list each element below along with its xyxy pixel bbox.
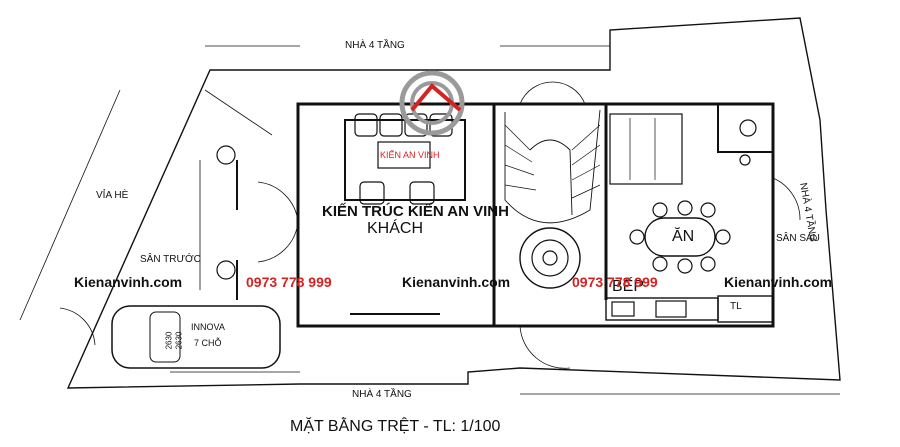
floor-medallion [519,227,581,289]
back-door-arc [772,177,801,221]
sofa-cushion-1 [354,113,378,137]
car-windshield [149,311,181,363]
room-dining: ĂN [672,228,695,245]
basin-fixture [739,154,751,166]
dining-chair [700,202,716,218]
kitchen-sink [611,301,635,317]
armchair-2 [409,181,435,205]
house-outer-wall [296,102,775,328]
floor-medallion-core [542,250,558,266]
label-front-yard: SÂN TRƯỚC [140,254,201,265]
dining-chair [652,256,668,272]
stair-landing [519,81,586,105]
entrance-door-arc-2 [257,221,299,263]
toilet-walls [717,103,774,153]
dining-chair [652,202,668,218]
column-ornament-bottom [216,260,236,280]
car-dim-a: 2630 [164,331,174,350]
car-model: INNOVA [191,322,225,332]
drawing-caption: MẶT BẰNG TRỆT - TL: 1/100 [290,418,501,435]
label-neighbor-top: NHÀ 4 TẦNG [345,40,405,51]
room-living: KHÁCH [367,220,424,237]
dining-chair [715,229,731,245]
side-gate-arc [59,307,96,346]
logo-text: KIẾN AN VINH [380,150,440,160]
dining-table [644,217,716,257]
floor-medallion-inner [531,239,569,277]
sofa-cushion-2 [379,113,403,137]
company-logo-mark [399,70,465,136]
car-seats: 7 CHỖ [194,338,222,348]
dining-chair [677,200,693,216]
room-toilet: TL [730,301,742,312]
car-body [111,305,281,369]
column-ornament-top [216,145,236,165]
company-name: KIẾN TRÚC KIẾN AN VINH [322,203,509,220]
watermark-phone-1: 0973 778 999 [246,274,332,290]
watermark-website-3: Kienanvinh.com [724,274,833,290]
kitchen-stove [655,300,687,318]
bottom-door-arc [519,325,571,369]
stair-treads [504,124,601,199]
car-dim-b: 2630 [174,331,184,350]
watermark-website-2: Kienanvinh.com [402,274,511,290]
dining-chair [700,256,716,272]
dining-chair [629,229,645,245]
motorbike-area [609,113,683,185]
label-back-yard: SÂN SAU [776,233,820,244]
entrance-door-arc [257,181,299,223]
sidewalk-edge [19,89,121,321]
armchair-1 [359,181,385,205]
wc-fixture [739,119,757,137]
stair-curve-outer [504,109,601,224]
coffee-table [377,141,431,169]
dim-diagonal [204,89,273,136]
label-neighbor-bottom: NHÀ 4 TẦNG [352,389,412,400]
stair-curve-inner [529,139,573,216]
toilet-room [717,295,774,323]
room-kitchen: BẾP [612,278,645,295]
watermark-website-1: Kienanvinh.com [74,274,183,290]
dining-chair [677,258,693,274]
watermark-phone-2: 0973 778 999 [572,274,658,290]
site-boundary [66,17,841,389]
label-sidewalk: VỈA HÈ [96,190,129,201]
